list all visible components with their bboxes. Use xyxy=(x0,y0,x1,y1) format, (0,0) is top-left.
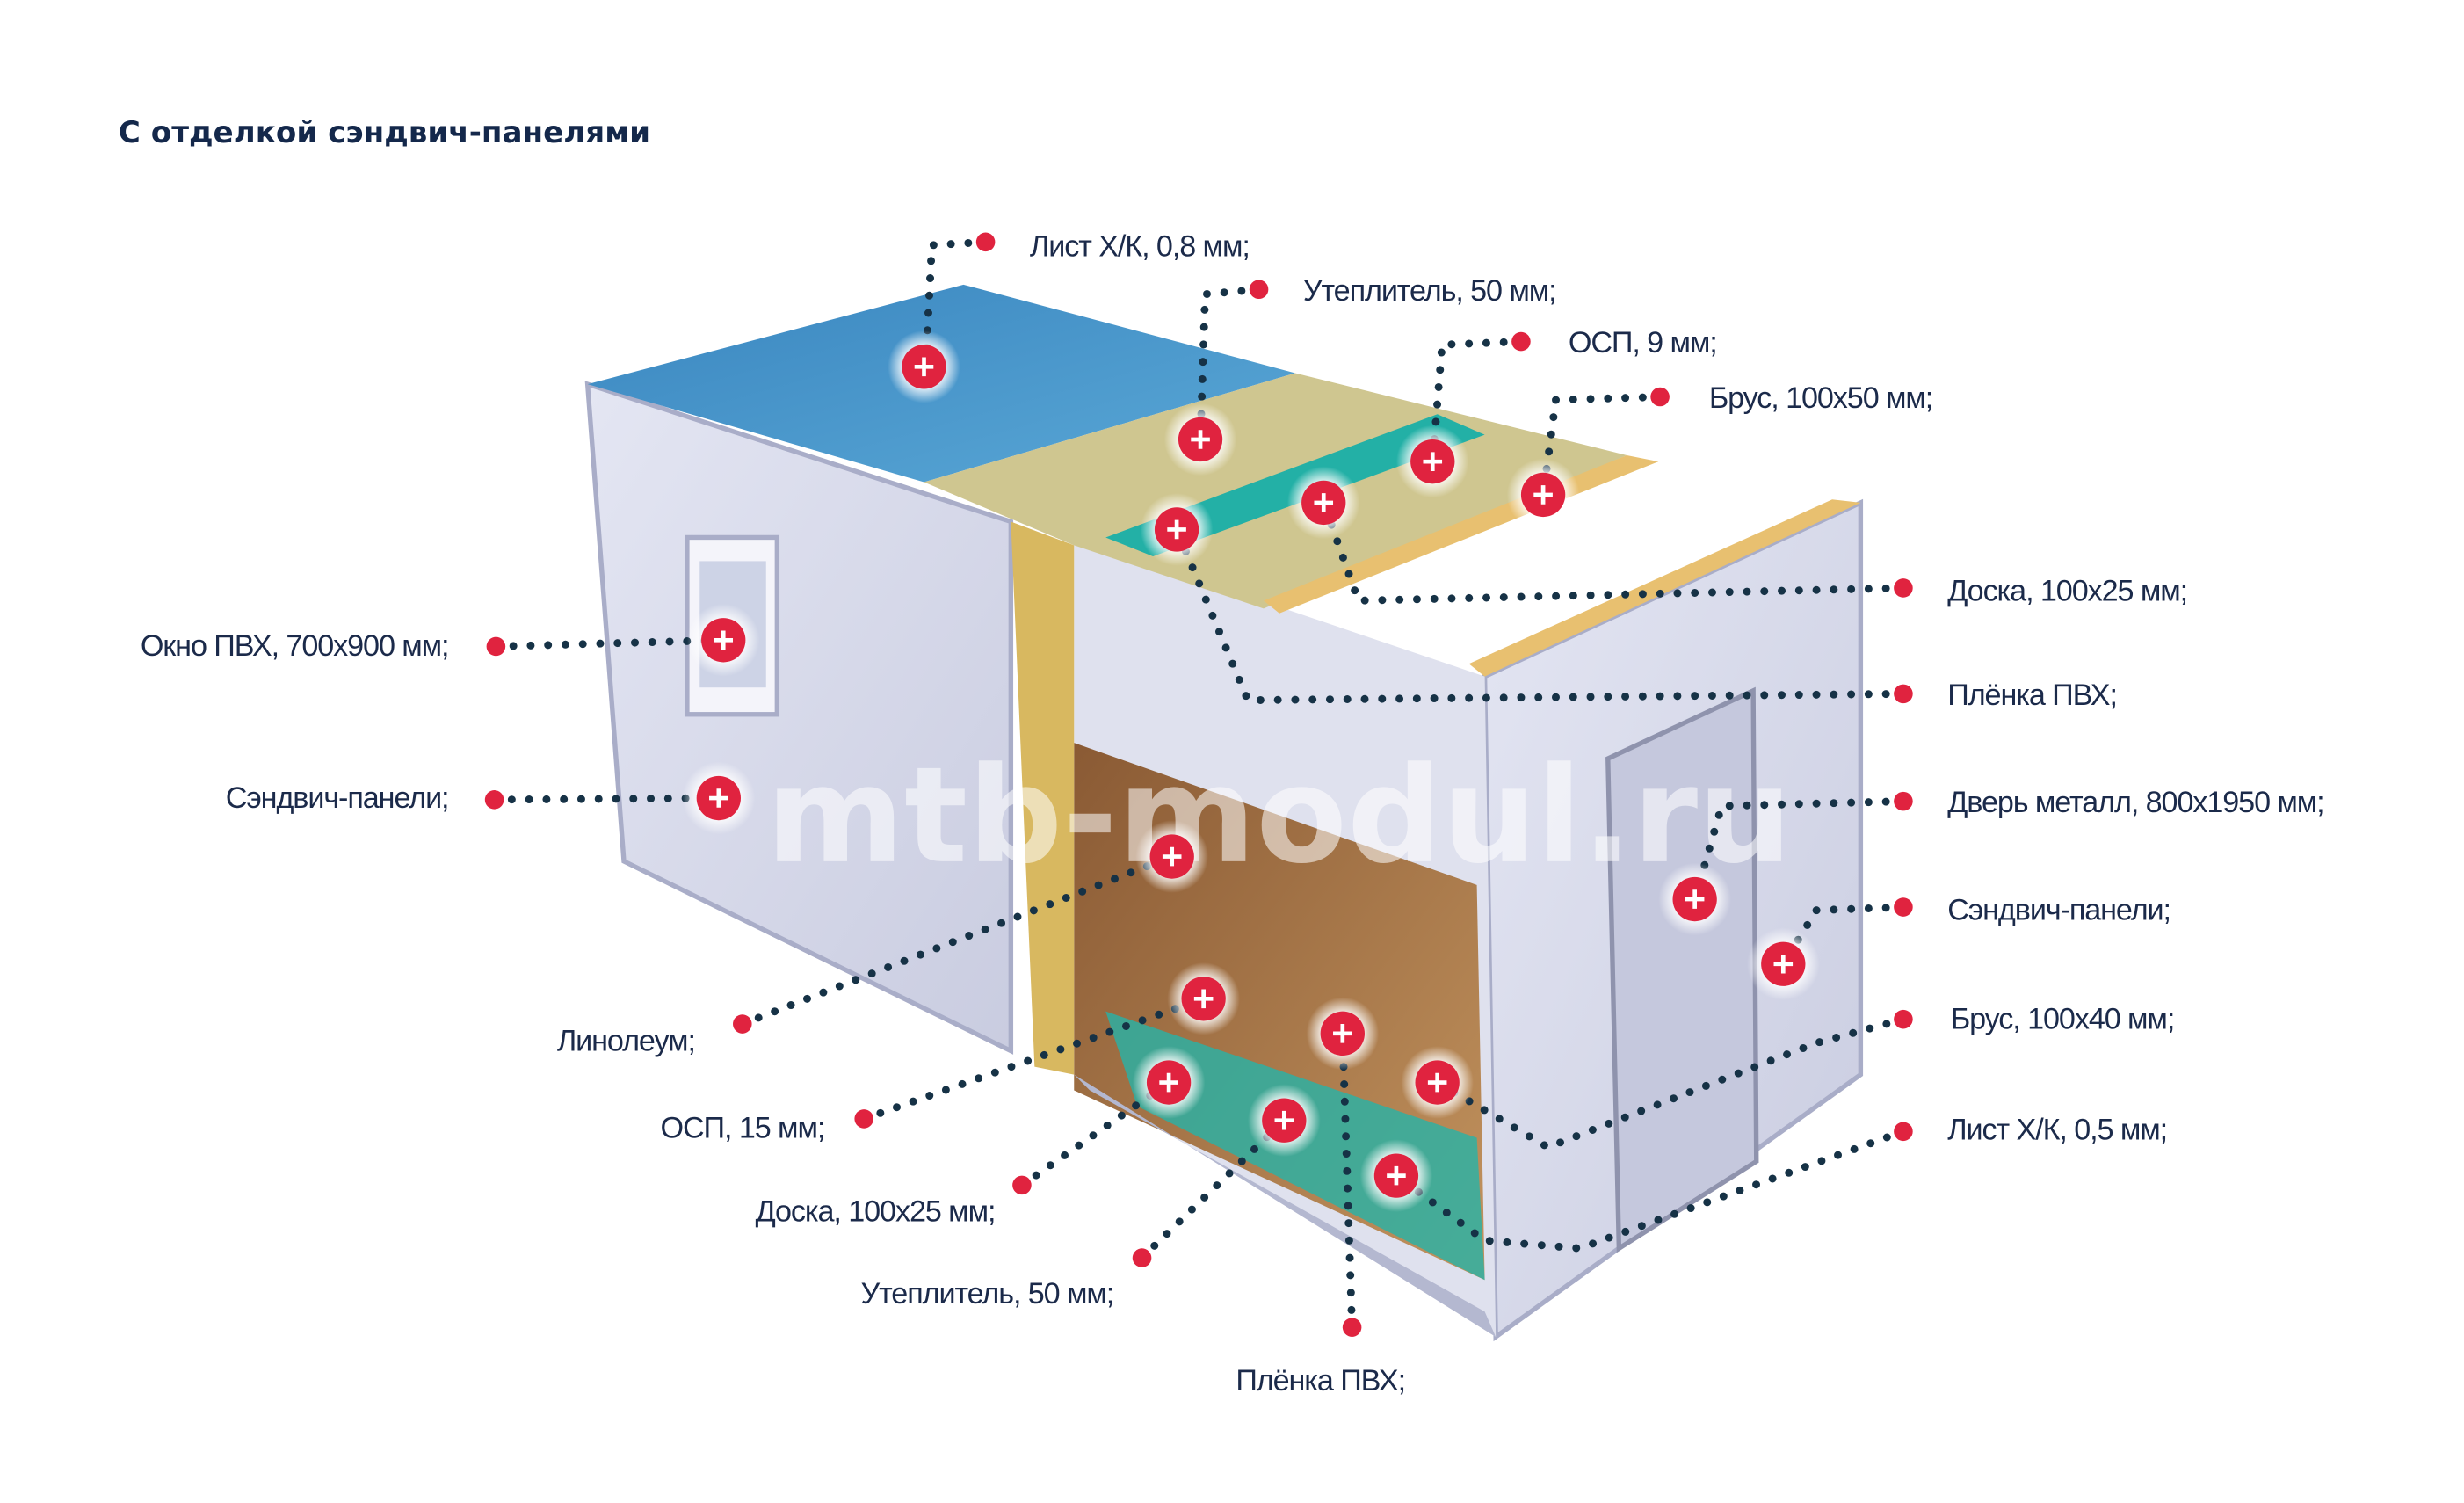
hotspot-plus-icon[interactable] xyxy=(1506,458,1580,532)
hotspot-plus-icon[interactable] xyxy=(1306,997,1380,1071)
hotspot-plus-icon[interactable] xyxy=(1140,493,1214,566)
leader-line xyxy=(1018,1078,1173,1189)
label-dot xyxy=(1894,1122,1913,1142)
hotspot-plus-icon[interactable] xyxy=(888,330,960,403)
label-dot xyxy=(1012,1175,1032,1195)
hotspot-plus-icon[interactable] xyxy=(1401,1046,1475,1119)
labels: Лист Х/К, 0,8 мм; Утеплитель, 50 мм; ОСП, … xyxy=(141,230,2325,1398)
label-dot xyxy=(1894,684,1913,704)
hotspot-plus-icon[interactable] xyxy=(1286,466,1360,540)
hotspot-plus-icon[interactable] xyxy=(1163,403,1237,476)
component-label: Линолеум; xyxy=(557,1025,695,1058)
label-dot xyxy=(1132,1248,1152,1267)
component-label: Доска, 100х25 мм; xyxy=(1947,574,2187,607)
hotspot-plus-icon[interactable] xyxy=(682,761,756,835)
leader-line xyxy=(1196,285,1264,444)
hotspot-plus-icon[interactable] xyxy=(1167,962,1240,1035)
leader-line xyxy=(1428,338,1526,466)
component-label: Брус, 100х50 мм; xyxy=(1709,381,1932,415)
label-dot xyxy=(1342,1318,1362,1337)
leader-line xyxy=(1172,525,1908,705)
leader-line xyxy=(921,237,990,371)
component-label: Дверь металл, 800х1950 мм; xyxy=(1947,786,2323,819)
component-label: Лист Х/К, 0,8 мм; xyxy=(1030,230,1250,264)
component-label: Окно ПВХ, 700х900 мм; xyxy=(141,629,449,663)
leader-line xyxy=(491,635,728,650)
leader-line xyxy=(1392,1127,1908,1252)
page-title: С отделкой сэндвич-панелями xyxy=(119,115,650,150)
leader-lines xyxy=(484,232,1913,1337)
watermark: mtb-modul.ru xyxy=(766,738,1793,893)
label-dot xyxy=(1511,331,1531,352)
hotspot-plus-icon[interactable] xyxy=(686,603,760,677)
label-dot xyxy=(1894,1009,1913,1029)
label-dot xyxy=(1249,280,1269,300)
component-label: Плёнка ПВХ; xyxy=(1236,1364,1405,1398)
hotspot-plus-icon[interactable] xyxy=(1132,1046,1206,1119)
component-label: Сэндвич-панели; xyxy=(1947,893,2170,926)
markers xyxy=(682,330,1820,1212)
label-dot xyxy=(854,1109,873,1129)
label-dot xyxy=(486,636,506,657)
leader-line xyxy=(1138,1116,1288,1262)
hotspot-plus-icon[interactable] xyxy=(1135,820,1209,893)
leader-line xyxy=(1338,1029,1357,1332)
hotspot-plus-icon[interactable] xyxy=(1395,425,1469,498)
label-dot xyxy=(733,1014,752,1034)
component-label: Доска, 100х25 мм; xyxy=(756,1195,996,1229)
hotspot-plus-icon[interactable] xyxy=(1746,927,1820,1001)
hotspot-plus-icon[interactable] xyxy=(1359,1139,1433,1212)
label-dot xyxy=(1894,578,1913,598)
component-label: Сэндвич-панели; xyxy=(226,781,449,815)
label-dot xyxy=(1650,387,1670,407)
component-label: Брус, 100х40 мм; xyxy=(1951,1002,2174,1035)
component-label: Лист Х/К, 0,5 мм; xyxy=(1947,1113,2167,1146)
label-dot xyxy=(484,790,504,810)
label-dot xyxy=(1894,791,1913,811)
leader-line xyxy=(490,794,723,804)
component-label: ОСП, 15 мм; xyxy=(661,1111,825,1144)
component-label: Плёнка ПВХ; xyxy=(1947,679,2117,712)
label-dot xyxy=(1894,897,1913,917)
component-label: ОСП, 9 мм; xyxy=(1569,326,1717,359)
hotspot-plus-icon[interactable] xyxy=(1247,1084,1321,1158)
leader-line xyxy=(1779,903,1908,969)
hotspot-plus-icon[interactable] xyxy=(1658,862,1731,936)
label-dot xyxy=(975,232,996,252)
component-label: Утеплитель, 50 мм; xyxy=(861,1277,1114,1311)
component-label: Утеплитель, 50 мм; xyxy=(1303,274,1556,308)
leader-line xyxy=(1539,392,1664,499)
leader-line xyxy=(738,853,1177,1028)
